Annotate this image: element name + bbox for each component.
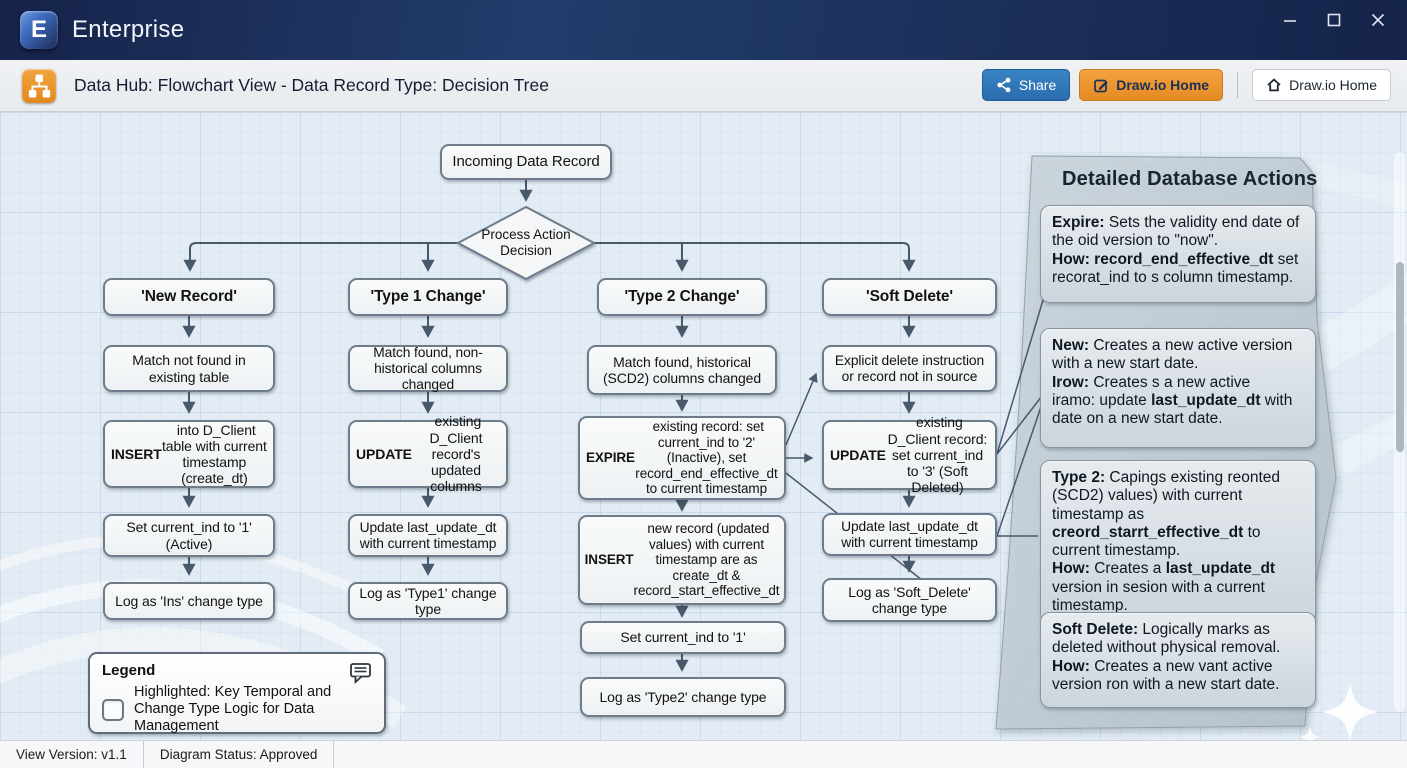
flow-node-soft-delete[interactable]: 'Soft Delete' [822, 278, 997, 316]
legend-label: Highlighted: Key Temporal and Change Typ… [134, 684, 332, 735]
flow-node-new-step-2[interactable]: INSERT into D_Client table with current … [103, 420, 275, 488]
sparkle-icon [1323, 684, 1377, 740]
share-icon [997, 77, 1011, 93]
close-icon [1371, 13, 1385, 27]
flow-node-type1-step-4[interactable]: Log as 'Type1' change type [348, 582, 508, 620]
flow-connectors [182, 180, 1047, 672]
flow-node-type2[interactable]: 'Type 2 Change' [597, 278, 767, 316]
panel-item-new[interactable]: New: Creates a new active version with a… [1040, 328, 1316, 448]
flow-node-type2-step-4[interactable]: Set current_ind to '1' [580, 621, 786, 654]
flow-node-soft-delete-step-1[interactable]: Explicit delete instruction or record no… [822, 345, 997, 392]
drawio-home-button[interactable]: Draw.io Home [1252, 69, 1391, 101]
share-button[interactable]: Share [981, 69, 1071, 101]
logo-letter: E [30, 16, 47, 43]
diagram-canvas[interactable]: Process Action Decision Incoming Data Re… [0, 112, 1407, 740]
flow-node-type2-step-2[interactable]: EXPIRE existing record: set current_ind … [578, 416, 786, 500]
flow-node-type1-step-1[interactable]: Match found, non-historical columns chan… [348, 345, 508, 392]
status-bar: View Version: v1.1 Diagram Status: Appro… [0, 740, 1407, 768]
titlebar: E Enterprise [0, 0, 1407, 60]
enterprise-logo-icon: E [20, 11, 58, 49]
panel-item-expire[interactable]: Expire: Sets the validity end date of th… [1040, 205, 1316, 303]
legend-checkbox[interactable] [102, 698, 124, 721]
flow-node-start[interactable]: Incoming Data Record [440, 144, 612, 180]
flow-node-type1[interactable]: 'Type 1 Change' [348, 278, 508, 316]
flow-node-soft-delete-step-4[interactable]: Log as 'Soft_Delete' change type [822, 578, 997, 622]
status-view-version: View Version: v1.1 [0, 741, 144, 768]
home-icon [1267, 78, 1281, 92]
app-name: Enterprise [72, 16, 185, 43]
flow-node-new-step-1[interactable]: Match not found in existing table [103, 345, 275, 392]
page-title: Data Hub: Flowchart View - Data Record T… [74, 75, 549, 95]
flowchart-icon [22, 68, 56, 103]
drawio-edit-label: Draw.io Home [1116, 77, 1210, 93]
flow-node-new-record[interactable]: 'New Record' [103, 278, 275, 316]
flow-node-type1-step-2[interactable]: UPDATE existing D_Client record's update… [348, 413, 508, 494]
canvas-scrollbar-thumb[interactable] [1395, 262, 1404, 452]
status-diagram-status: Diagram Status: Approved [144, 741, 335, 768]
flow-node-soft-delete-step-3[interactable]: Update last_update_dt with current times… [822, 513, 997, 556]
flow-node-type2-step-3[interactable]: INSERT new record (updated values) with … [578, 515, 786, 605]
canvas-scrollbar[interactable] [1394, 152, 1405, 712]
minimize-icon [1284, 20, 1296, 22]
flow-node-new-step-4[interactable]: Log as 'Ins' change type [103, 582, 275, 620]
flow-node-new-step-3[interactable]: Set current_ind to '1' (Active) [103, 514, 275, 557]
maximize-icon [1327, 13, 1341, 27]
drawio-home-label: Draw.io Home [1289, 77, 1377, 93]
edit-icon [1094, 79, 1108, 93]
comment-icon[interactable] [349, 662, 374, 689]
window-controls [1275, 0, 1393, 40]
minimize-button[interactable] [1275, 5, 1305, 35]
header-bar: Data Hub: Flowchart View - Data Record T… [0, 60, 1407, 112]
flow-node-type1-step-3[interactable]: Update last_update_dt with current times… [348, 514, 508, 557]
maximize-button[interactable] [1319, 5, 1349, 35]
header-separator [1237, 72, 1239, 98]
legend-box: Legend Highlighted: Key Temporal and Cha… [88, 652, 386, 734]
flow-node-soft-delete-step-2[interactable]: UPDATE existing D_Client record: set cur… [822, 414, 997, 495]
legend-title: Legend [102, 662, 156, 679]
close-button[interactable] [1363, 5, 1393, 35]
panel-item-soft-delete[interactable]: Soft Delete: Logically marks as deleted … [1040, 612, 1316, 708]
drawio-edit-button[interactable]: Draw.io Home [1079, 69, 1224, 101]
flow-node-type2-step-5[interactable]: Log as 'Type2' change type [580, 677, 786, 717]
flow-node-type2-step-1[interactable]: Match found, historical (SCD2) columns c… [587, 345, 777, 395]
panel-title: Detailed Database Actions [1062, 168, 1318, 190]
share-label: Share [1018, 77, 1057, 93]
panel-item-type2[interactable]: Type 2: Capings existing reonted (SCD2) … [1040, 460, 1316, 625]
header-buttons: Share Draw.io Home Draw.io Home [981, 69, 1391, 101]
